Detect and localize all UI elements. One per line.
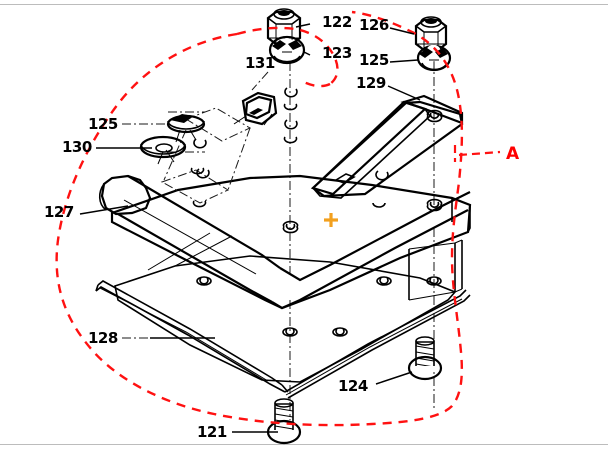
callout-label-126: 126	[359, 16, 389, 34]
upper-pan-hidden-detail	[160, 107, 252, 204]
callout-leaders	[79, 23, 421, 433]
part-125-e-clip-right	[416, 44, 452, 72]
lower-seat-pan-128	[95, 232, 471, 399]
mounting-strap-129	[310, 94, 464, 199]
upper-pan-hole-eyelets	[190, 103, 443, 234]
callout-label-122: 122	[322, 13, 352, 31]
part-122-hex-lock-nut	[266, 8, 302, 46]
callout-label-128: 128	[88, 329, 118, 347]
callout-label-129: 129	[356, 74, 386, 92]
callout-label-123: 123	[322, 44, 352, 62]
callout-label-125-top: 125	[359, 51, 389, 69]
part-124-shoulder-bolt	[407, 336, 443, 381]
part-131-spacer-bushing	[233, 91, 278, 126]
group-label-a: A	[506, 144, 520, 164]
part-121-shoulder-bolt	[266, 398, 302, 445]
group-boundary-a	[55, 10, 464, 427]
cursor-crosshair-marker	[324, 213, 338, 227]
part-123-e-clip	[268, 35, 306, 65]
group-a-leader	[458, 150, 501, 157]
callout-label-124: 124	[338, 377, 368, 395]
part-125-clip-left	[166, 114, 206, 143]
upper-seat-pan-127	[98, 103, 472, 310]
part-130-pivot-washer	[139, 135, 187, 165]
callout-label-125-left: 125	[88, 115, 118, 133]
callout-label-130: 130	[62, 138, 92, 156]
callout-label-131: 131	[245, 54, 275, 72]
part-126-hex-lock-nut	[414, 16, 448, 52]
callout-label-127: 127	[44, 203, 74, 221]
lower-pan-hole-eyelets	[196, 276, 442, 337]
callout-label-121: 121	[197, 423, 227, 441]
retaining-clip-glyphs	[193, 87, 389, 181]
